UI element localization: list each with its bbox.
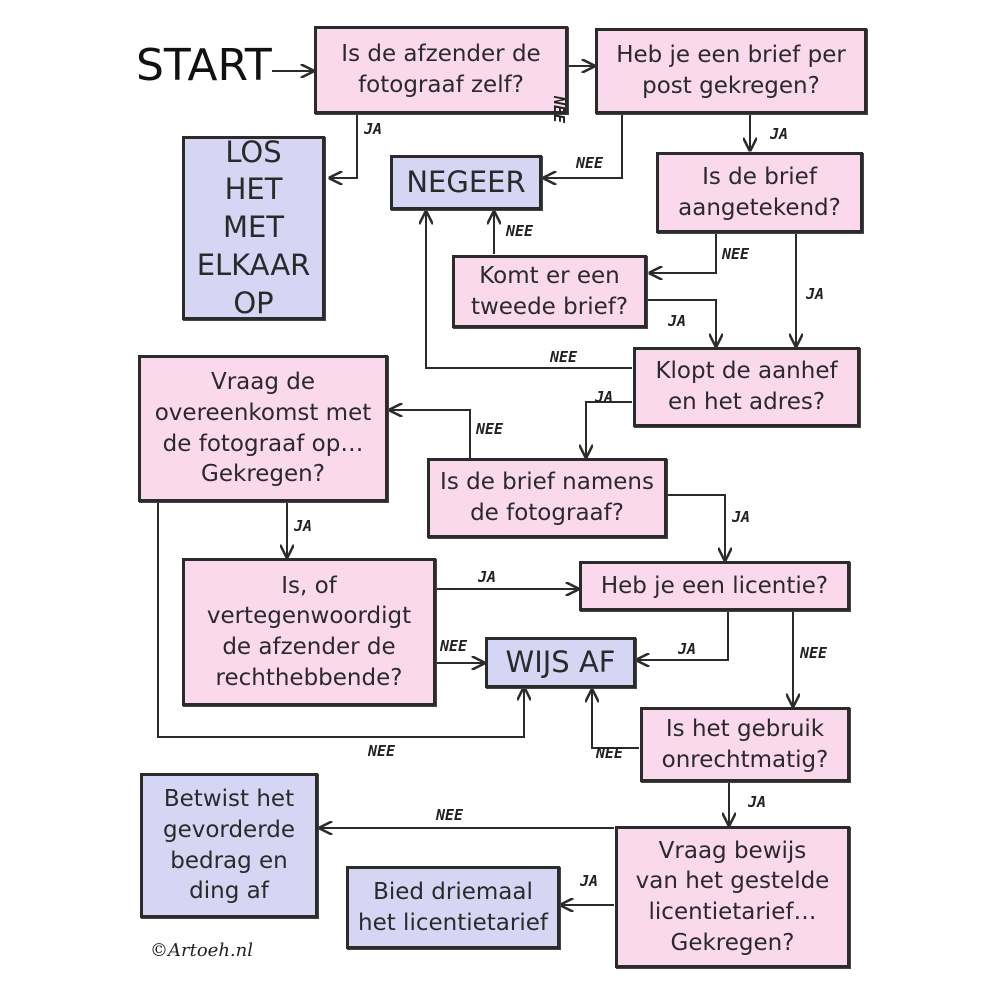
label-rechthebbende-nee: NEE [440, 637, 468, 655]
start-label: START [136, 40, 272, 91]
label-tweede-nee: NEE [506, 222, 534, 240]
edge-onrechtmatig-nee [592, 690, 639, 749]
label-overeenkomst-ja: JA [294, 517, 313, 535]
node-afzender-fotograaf: Is de afzender de fotograaf zelf? [314, 26, 568, 114]
node-los-het-op: LOS HET MET ELKAAR OP [182, 135, 325, 320]
edge-post-nee [544, 114, 623, 178]
label-licentie-ja: JA [678, 640, 697, 658]
label-aanhef-ja: JA [595, 388, 614, 406]
node-aanhef-adres: Klopt de aanhef en het adres? [633, 347, 860, 427]
node-overeenkomst: Vraag de overeenkomst met de fotograaf o… [138, 355, 388, 502]
label-namens-ja: JA [732, 508, 751, 526]
label-afzender-nee: NEE [550, 96, 568, 124]
edge-aangetekend-nee [650, 233, 717, 273]
label-aangetekend-ja: JA [806, 285, 825, 303]
edge-overeenkomst-nee [157, 503, 524, 738]
edge-namens-nee [390, 410, 471, 460]
node-betwist: Betwist het gevorderde bedrag en ding af [140, 773, 318, 918]
label-onrechtmatig-nee: NEE [596, 744, 624, 762]
node-wijs-af: WIJS AF [485, 637, 636, 688]
node-aangetekend: Is de brief aangetekend? [656, 152, 863, 233]
node-brief-per-post: Heb je een brief per post gekregen? [595, 28, 867, 114]
label-aanhef-nee: NEE [550, 348, 578, 366]
label-licentie-nee: NEE [800, 644, 828, 662]
node-tweede-brief: Komt er een tweede brief? [452, 255, 647, 328]
label-tweede-ja: JA [668, 312, 687, 330]
label-aangetekend-nee: NEE [722, 245, 750, 263]
credit-signature: ©Artoeh.nl [150, 940, 253, 961]
label-rechthebbende-ja: JA [478, 568, 497, 586]
node-bewijs-licentietarief: Vraag bewijs van het gestelde licentieta… [615, 826, 850, 968]
node-licentie: Heb je een licentie? [579, 561, 850, 611]
label-post-ja: JA [770, 125, 789, 143]
label-namens-nee: NEE [476, 420, 504, 438]
node-rechthebbende: Is, of vertegenwoordigt de afzender de r… [182, 558, 436, 706]
label-bewijs-ja: JA [580, 872, 599, 890]
edge-aanhef-ja [586, 401, 632, 457]
node-namens-fotograaf: Is de brief namens de fotograaf? [427, 458, 667, 538]
edge-namens-ja [667, 494, 725, 560]
node-bied-driemaal: Bied driemaal het licentietarief [346, 866, 560, 949]
edge-licentie-ja [637, 611, 729, 660]
edge-afzender-ja [330, 114, 358, 178]
edge-aanhef-nee [426, 212, 632, 369]
node-onrechtmatig: Is het gebruik onrechtmatig? [640, 707, 850, 782]
label-onrechtmatig-ja: JA [748, 793, 767, 811]
node-negeer: NEGEER [390, 155, 542, 210]
label-afzender-ja: JA [364, 120, 383, 138]
label-bewijs-nee: NEE [436, 806, 464, 824]
label-post-nee: NEE [576, 154, 604, 172]
edge-tweede-ja [647, 299, 716, 346]
label-overeenkomst-nee: NEE [368, 742, 396, 760]
